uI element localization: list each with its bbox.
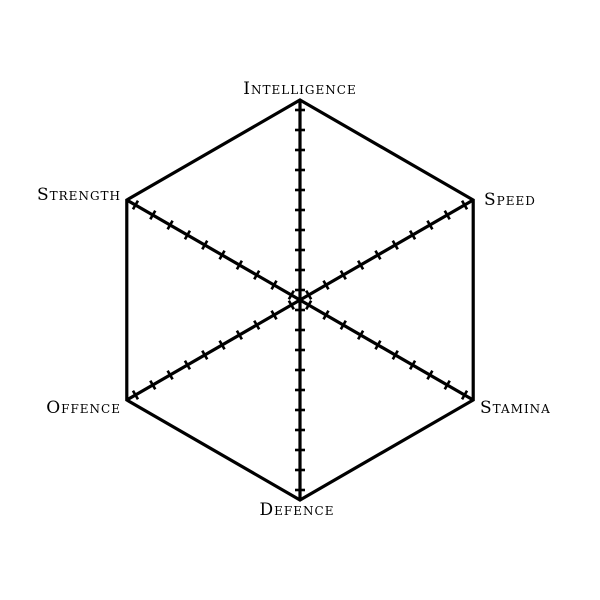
tick-mark-stamina-2: [322, 310, 330, 320]
tick-mark-speed-9: [443, 210, 451, 220]
tick-mark-stamina-7: [408, 360, 417, 370]
axis-label-strength: Strength: [37, 185, 121, 205]
tick-mark-offence-10: [131, 390, 140, 400]
tick-mark-stamina-8: [426, 370, 434, 380]
axis-line-stamina: [299, 298, 475, 402]
axis-line-offence: [125, 298, 301, 402]
axis-line-strength: [125, 198, 301, 302]
tick-mark-stamina-5: [374, 340, 382, 350]
tick-mark-strength-4: [235, 260, 244, 270]
tick-mark-strength-1: [287, 290, 295, 300]
tick-mark-strength-9: [149, 210, 157, 220]
axis-label-stamina: Stamina: [480, 398, 551, 418]
axis-label-defence: Defence: [260, 500, 335, 520]
tick-mark-speed-7: [408, 230, 417, 240]
axis-line-speed: [299, 198, 475, 302]
tick-mark-strength-2: [270, 280, 278, 290]
tick-mark-strength-5: [218, 250, 226, 260]
axis-ticks-layer: [131, 108, 469, 492]
tick-mark-speed-4: [356, 260, 365, 270]
tick-mark-speed-6: [391, 240, 399, 250]
tick-mark-stamina-10: [460, 390, 469, 400]
tick-mark-offence-2: [270, 310, 278, 320]
axis-label-speed: Speed: [484, 190, 536, 210]
tick-mark-stamina-4: [356, 330, 365, 340]
tick-mark-offence-8: [166, 370, 174, 380]
tick-mark-strength-6: [201, 240, 209, 250]
tick-mark-offence-5: [218, 340, 226, 350]
tick-mark-speed-10: [460, 200, 469, 210]
tick-mark-offence-6: [201, 350, 209, 360]
tick-mark-offence-7: [183, 360, 192, 370]
axis-labels-layer: Intelligence Speed Stamina Defence Offen…: [37, 79, 551, 520]
tick-mark-stamina-6: [391, 350, 399, 360]
axis-lines-layer: [125, 100, 475, 500]
tick-mark-speed-8: [426, 220, 434, 230]
tick-mark-strength-7: [183, 230, 192, 240]
axis-label-intelligence: Intelligence: [243, 79, 356, 99]
tick-mark-offence-9: [149, 380, 157, 390]
tick-mark-strength-8: [166, 220, 174, 230]
tick-mark-offence-3: [253, 320, 261, 330]
tick-mark-stamina-1: [305, 300, 313, 310]
tick-mark-speed-5: [374, 250, 382, 260]
tick-mark-strength-3: [253, 270, 261, 280]
tick-mark-stamina-9: [443, 380, 451, 390]
axis-label-offence: Offence: [46, 398, 121, 418]
tick-mark-offence-1: [287, 300, 295, 310]
tick-mark-speed-3: [339, 270, 347, 280]
tick-mark-strength-10: [131, 200, 140, 210]
tick-mark-stamina-3: [339, 320, 347, 330]
tick-mark-offence-4: [235, 330, 244, 340]
tick-mark-speed-2: [322, 280, 330, 290]
tick-mark-speed-1: [305, 290, 313, 300]
